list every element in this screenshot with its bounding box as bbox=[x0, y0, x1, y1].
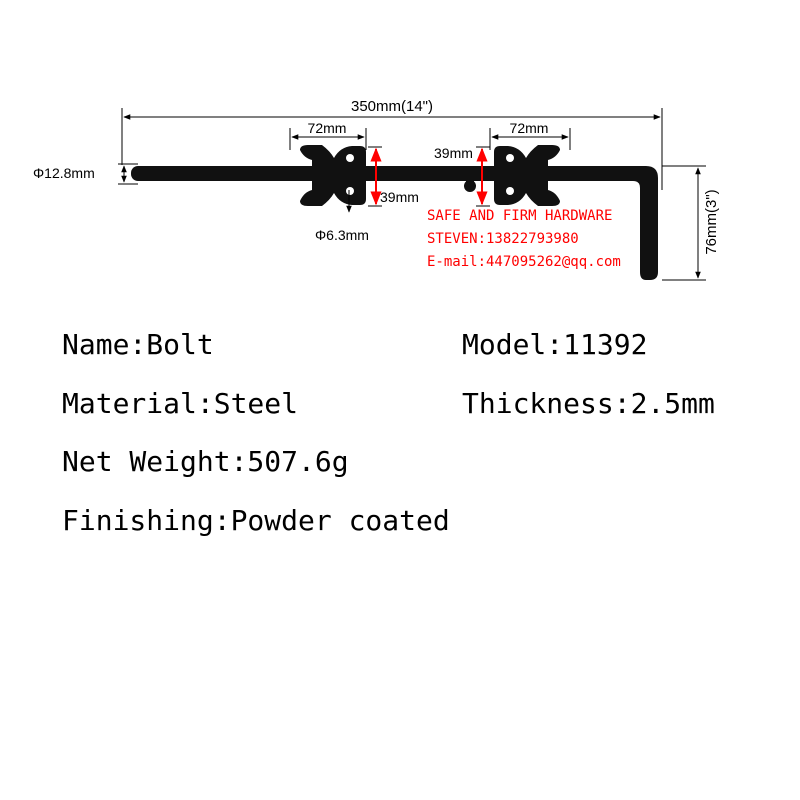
bolt-dimension-drawing: 350mm(14") 72mm 72mm Φ12.8mm bbox=[33, 98, 720, 281]
right-plate-width-label: 72mm bbox=[510, 120, 549, 136]
right-mounting-plate bbox=[494, 145, 560, 206]
right-plate-width-dimension: 72mm bbox=[489, 120, 571, 150]
left-plate-height-dimension: 39mm bbox=[368, 146, 419, 207]
right-plate-height-dimension: 39mm bbox=[434, 145, 490, 207]
hole-diameter-dimension: Φ6.3mm bbox=[315, 190, 369, 243]
hook-height-label: 76mm(3") bbox=[703, 189, 720, 254]
company-name: SAFE AND FIRM HARDWARE bbox=[427, 208, 612, 224]
rod-diameter-dimension: Φ12.8mm bbox=[33, 163, 138, 185]
spec-model: Model:11392 bbox=[462, 328, 648, 361]
spec-name: Name:Bolt bbox=[62, 328, 214, 361]
spec-material: Material:Steel bbox=[62, 387, 299, 420]
bolt-product-image bbox=[131, 145, 658, 280]
spec-finishing: Finishing:Powder coated bbox=[62, 504, 450, 537]
left-plate-height-label: 39mm bbox=[380, 189, 419, 205]
plate-hole bbox=[506, 154, 514, 162]
plate-hole bbox=[346, 187, 354, 195]
right-plate-height-label: 39mm bbox=[434, 145, 473, 161]
left-plate-width-dimension: 72mm bbox=[289, 120, 367, 150]
plate-hole bbox=[346, 154, 354, 162]
hook-height-dimension: 76mm(3") bbox=[662, 165, 720, 281]
overall-length-dimension: 350mm(14") bbox=[121, 98, 663, 190]
bolt-rod bbox=[131, 166, 647, 181]
spec-thickness: Thickness:2.5mm bbox=[462, 387, 715, 420]
contact-watermark: SAFE AND FIRM HARDWARE STEVEN:1382279398… bbox=[427, 208, 621, 270]
hole-diameter-label: Φ6.3mm bbox=[315, 227, 369, 243]
overall-length-label: 350mm(14") bbox=[351, 98, 433, 115]
contact-phone: STEVEN:13822793980 bbox=[427, 231, 579, 247]
rod-diameter-label: Φ12.8mm bbox=[33, 165, 95, 181]
spec-net-weight: Net Weight:507.6g bbox=[62, 445, 349, 478]
bolt-hook-handle bbox=[600, 166, 658, 280]
contact-email: E-mail:447095262@qq.com bbox=[427, 254, 621, 270]
plate-hole bbox=[506, 187, 514, 195]
left-plate-width-label: 72mm bbox=[308, 120, 347, 136]
